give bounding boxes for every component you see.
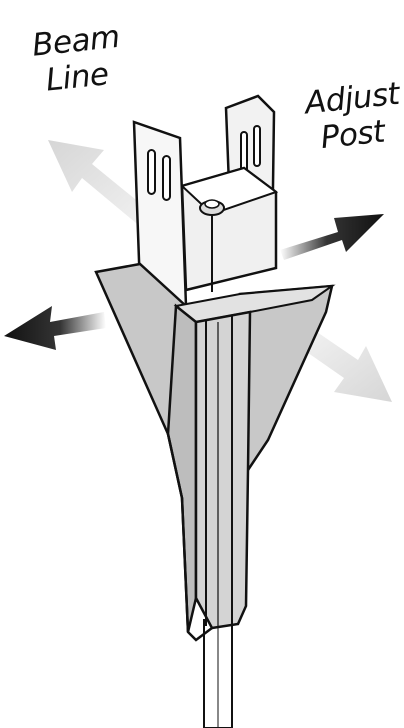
adjust-post-label-line2: Post — [319, 113, 389, 156]
bracket-body — [180, 166, 279, 292]
beam-line-label-line2: Line — [44, 56, 110, 98]
adjust-post-arrow — [280, 214, 384, 260]
bracket-brace — [94, 262, 336, 642]
beam-line-arrow — [4, 306, 106, 350]
bolt-icon — [199, 199, 225, 216]
adjust-post-label-line1: Adjust — [301, 76, 403, 122]
adjust-post-label: Adjust Post — [301, 76, 403, 156]
post-rod — [203, 619, 233, 728]
beam-line-label: Beam Line — [30, 19, 121, 99]
beam-line-label-line1: Beam — [30, 19, 121, 64]
